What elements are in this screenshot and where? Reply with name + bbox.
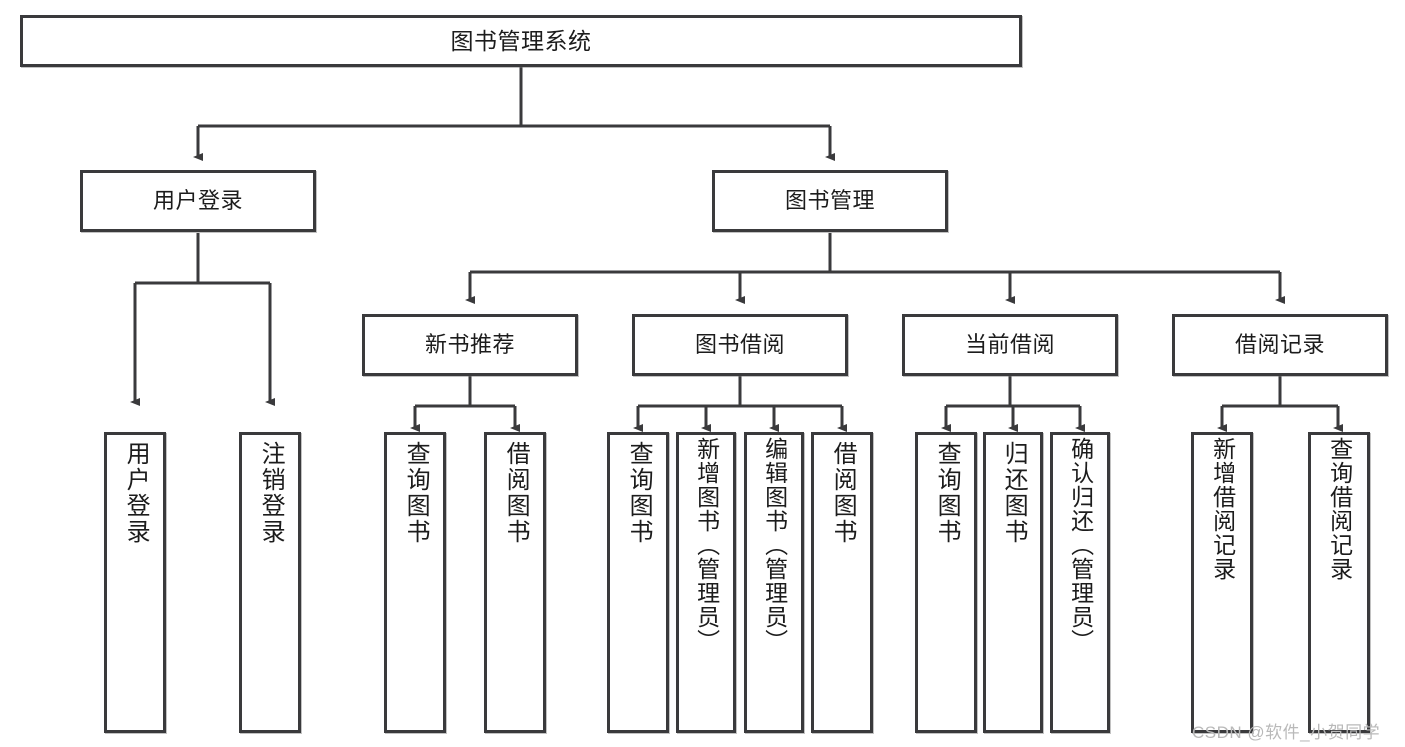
leaf-recommend-borrow-book[interactable]: 借阅图书 bbox=[484, 432, 546, 733]
node-label: 查询借阅记录 bbox=[1326, 437, 1353, 581]
leaf-borrow-borrow-book[interactable]: 借阅图书 bbox=[811, 432, 873, 733]
node-book-management[interactable]: 图书管理 bbox=[712, 170, 948, 232]
node-new-book-recommend[interactable]: 新书推荐 bbox=[362, 314, 578, 376]
node-label: 编辑图书（管理员） bbox=[761, 437, 788, 653]
node-label: 注销登录 bbox=[257, 441, 285, 545]
node-label: 借阅图书 bbox=[502, 441, 530, 545]
node-current-borrow[interactable]: 当前借阅 bbox=[902, 314, 1118, 376]
node-root-system[interactable]: 图书管理系统 bbox=[20, 15, 1022, 67]
node-book-borrow[interactable]: 图书借阅 bbox=[632, 314, 848, 376]
node-label: 图书管理系统 bbox=[450, 27, 592, 54]
node-label: 用户登录 bbox=[122, 441, 150, 545]
leaf-recommend-query-book[interactable]: 查询图书 bbox=[384, 432, 446, 733]
node-label: 图书借阅 bbox=[694, 332, 785, 358]
node-label: 归还图书 bbox=[1000, 441, 1028, 545]
leaf-user-login-signout[interactable]: 注销登录 bbox=[239, 432, 301, 733]
leaf-record-add-record[interactable]: 新增借阅记录 bbox=[1191, 432, 1253, 733]
leaf-borrow-query-book[interactable]: 查询图书 bbox=[607, 432, 669, 733]
leaf-current-query-book[interactable]: 查询图书 bbox=[915, 432, 977, 733]
node-label: 新增借阅记录 bbox=[1209, 437, 1236, 581]
node-label: 新书推荐 bbox=[424, 332, 515, 358]
leaf-borrow-add-book-admin[interactable]: 新增图书（管理员） bbox=[676, 432, 736, 733]
node-label: 借阅图书 bbox=[829, 441, 857, 545]
leaf-current-confirm-return-admin[interactable]: 确认归还（管理员） bbox=[1050, 432, 1110, 733]
node-label: 查询图书 bbox=[625, 441, 653, 545]
node-label: 查询图书 bbox=[933, 441, 961, 545]
node-label: 确认归还（管理员） bbox=[1067, 437, 1094, 653]
leaf-user-login-signin[interactable]: 用户登录 bbox=[104, 432, 166, 733]
leaf-borrow-edit-book-admin[interactable]: 编辑图书（管理员） bbox=[744, 432, 804, 733]
node-label: 图书管理 bbox=[784, 188, 875, 214]
node-label: 查询图书 bbox=[402, 441, 430, 545]
node-user-login[interactable]: 用户登录 bbox=[80, 170, 316, 232]
node-label: 新增图书（管理员） bbox=[693, 437, 720, 653]
csdn-watermark: CSDN @软件_小贺同学 bbox=[1192, 723, 1381, 742]
node-label: 用户登录 bbox=[152, 188, 243, 214]
leaf-record-query-record[interactable]: 查询借阅记录 bbox=[1308, 432, 1370, 733]
node-label: 当前借阅 bbox=[964, 332, 1055, 358]
leaf-current-return-book[interactable]: 归还图书 bbox=[983, 432, 1043, 733]
node-borrow-record[interactable]: 借阅记录 bbox=[1172, 314, 1388, 376]
node-label: 借阅记录 bbox=[1234, 332, 1325, 358]
